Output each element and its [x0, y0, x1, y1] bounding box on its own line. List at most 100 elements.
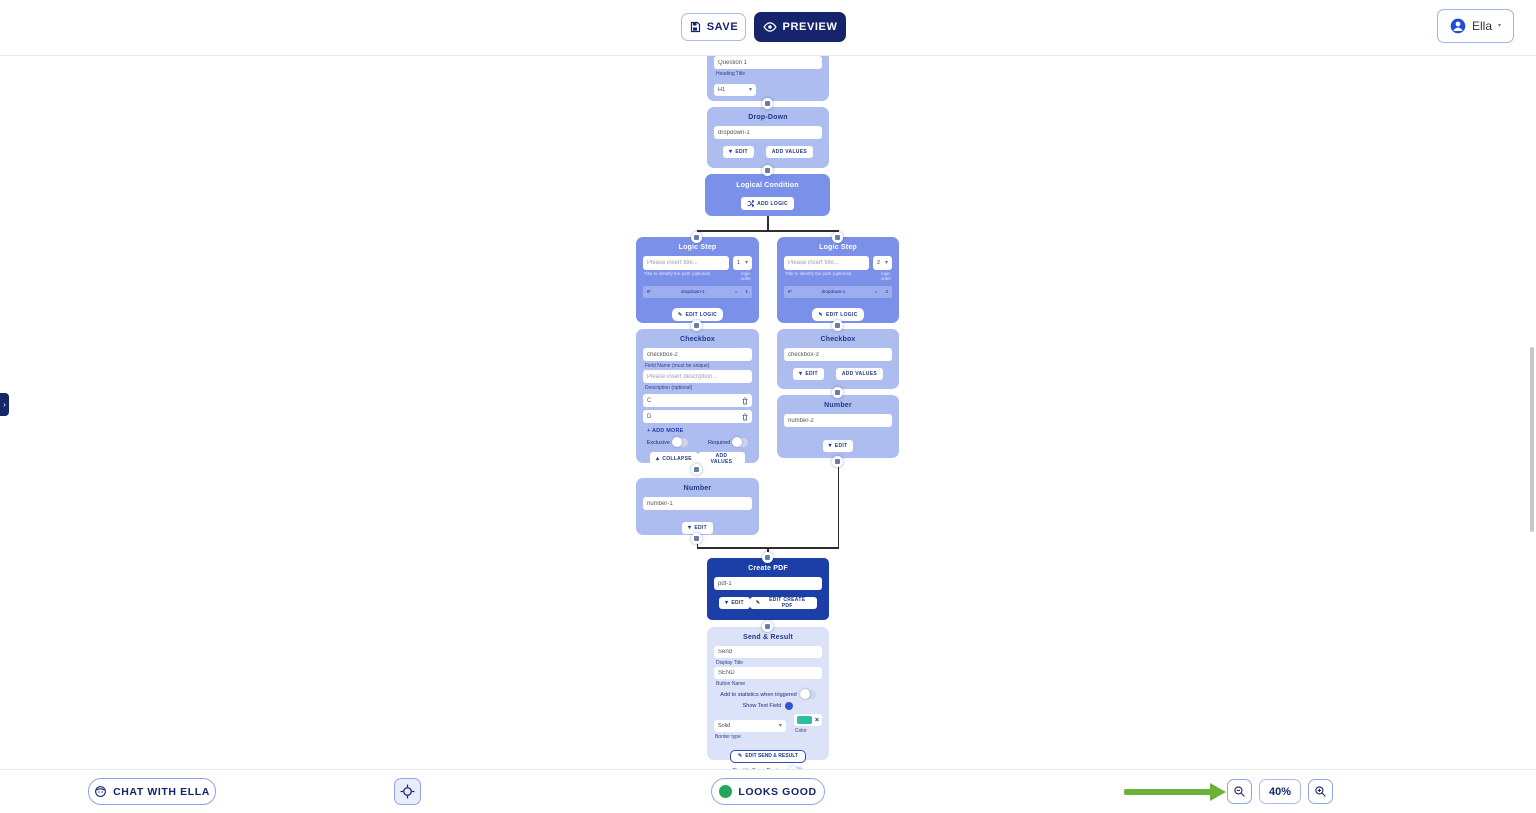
exclusive-toggle[interactable]: [671, 437, 688, 447]
vertical-scrollbar[interactable]: [1530, 347, 1534, 532]
connector-handle[interactable]: [762, 165, 773, 176]
node-create-pdf[interactable]: Create PDF ▾EDIT ✎EDIT CREATE PDF: [707, 558, 829, 620]
node-number-2[interactable]: Number ▾EDIT: [777, 395, 899, 458]
condition-field: dropdown-1: [681, 289, 705, 295]
logic-condition-row[interactable]: IF dropdown-1 = 1: [643, 285, 752, 298]
edit-button[interactable]: ▾EDIT: [719, 597, 750, 609]
add-logic-button[interactable]: ADD LOGIC: [741, 197, 794, 210]
connector-handle[interactable]: [691, 320, 702, 331]
stats-toggle[interactable]: [799, 689, 816, 699]
user-menu-button[interactable]: Ella ▾: [1437, 9, 1514, 43]
sidebar-expand-tab[interactable]: ›: [0, 393, 9, 416]
edit-send-result-button[interactable]: ✎ EDIT SEND & RESULT: [730, 749, 806, 763]
close-icon[interactable]: ×: [814, 716, 819, 724]
color-swatch[interactable]: [796, 716, 812, 724]
connector-handle[interactable]: [691, 232, 702, 243]
connector-handle[interactable]: [691, 533, 702, 544]
add-values-button[interactable]: ADD VALUES: [835, 368, 883, 380]
display-title-input[interactable]: [714, 646, 822, 658]
connector-handle[interactable]: [832, 320, 843, 331]
heading-title-label: Heading Title: [716, 71, 746, 77]
heading-size-select[interactable]: H1 ▾: [714, 84, 756, 96]
connector-handle[interactable]: [832, 456, 843, 467]
value-row[interactable]: C: [643, 394, 752, 407]
trash-icon[interactable]: [742, 397, 748, 405]
heading-question-input[interactable]: [714, 56, 822, 69]
node-logic-step-2[interactable]: Logic Step 2 ▾ Title to identify the pat…: [777, 237, 899, 323]
status-green-dot: [719, 785, 733, 798]
logic-title-input[interactable]: [784, 256, 869, 270]
node-send-result[interactable]: Send & Result Display Title Button Name …: [707, 627, 829, 770]
add-more-link[interactable]: + ADD MORE: [647, 428, 684, 434]
logic-condition-row[interactable]: IF dropdown-1 = 2: [784, 285, 892, 298]
collapse-button[interactable]: ▴COLLAPSE: [650, 452, 698, 465]
show-text-field-toggle[interactable]: [785, 702, 794, 710]
node-checkbox-collapsed[interactable]: Checkbox ▾EDIT ADD VALUES: [777, 329, 899, 389]
flow-canvas[interactable]: Heading Title H1 ▾ Drop-Down ▾EDIT ADD V…: [0, 55, 1536, 770]
connector-handle[interactable]: [762, 98, 773, 109]
chevron-down-icon: ▾: [688, 525, 692, 531]
logic-order-select[interactable]: 2 ▾: [873, 256, 892, 270]
value-row[interactable]: D: [643, 410, 752, 423]
edit-logic-button[interactable]: ✎ EDIT LOGIC: [812, 308, 864, 322]
pencil-icon: ✎: [818, 311, 823, 318]
connector-handle[interactable]: [762, 621, 773, 632]
chevron-right-icon: ›: [3, 400, 6, 409]
looks-good-button[interactable]: LOOKS GOOD: [711, 778, 825, 805]
add-values-button[interactable]: ADD VALUES: [765, 146, 813, 158]
edit-button[interactable]: ▾EDIT: [682, 522, 713, 534]
edit-create-pdf-button[interactable]: ✎EDIT CREATE PDF: [749, 597, 817, 609]
color-label: Color: [794, 728, 807, 734]
zoom-out-icon: [1233, 785, 1246, 798]
node-heading[interactable]: Heading Title H1 ▾: [707, 55, 829, 101]
dropdown-field-input[interactable]: [714, 126, 822, 139]
checkbox-field-input[interactable]: [643, 348, 752, 361]
connector-line: [697, 547, 839, 549]
connector-handle[interactable]: [762, 552, 773, 563]
node-title: Checkbox: [679, 336, 716, 343]
node-dropdown[interactable]: Drop-Down ▾EDIT ADD VALUES: [707, 107, 829, 168]
node-title: Send & Result: [742, 634, 794, 641]
logic-title-input[interactable]: [643, 256, 729, 270]
checkbox-field-input[interactable]: [784, 348, 892, 361]
pencil-icon: ✎: [755, 600, 761, 606]
recenter-button[interactable]: [394, 778, 421, 805]
chevron-up-icon: ▴: [656, 455, 660, 462]
add-values-button[interactable]: ADD VALUES: [697, 452, 745, 465]
logic-order-select[interactable]: 1 ▾: [733, 256, 752, 270]
edit-button[interactable]: ▾EDIT: [793, 368, 824, 380]
field-name-label: Field Name (must be unique): [645, 363, 710, 369]
number-field-input[interactable]: [643, 497, 752, 510]
edit-button[interactable]: ▾EDIT: [822, 440, 854, 452]
zoom-in-icon: [1314, 785, 1327, 798]
node-logical-condition[interactable]: Logical Condition ADD LOGIC: [705, 174, 830, 216]
zoom-in-button[interactable]: [1308, 779, 1333, 804]
pencil-icon: ✎: [738, 753, 743, 759]
node-title: Checkbox: [820, 336, 856, 343]
node-checkbox-expanded[interactable]: Checkbox Field Name (must be unique) Des…: [636, 329, 759, 465]
number-field-input[interactable]: [784, 414, 892, 427]
connector-handle[interactable]: [832, 387, 843, 398]
top-toolbar: SAVE PREVIEW Ella ▾: [0, 0, 1536, 56]
disable-review-toggle[interactable]: [787, 765, 804, 770]
preview-button[interactable]: PREVIEW: [754, 12, 846, 42]
zoom-out-button[interactable]: [1227, 779, 1252, 804]
user-name: Ella: [1471, 19, 1492, 33]
connector-handle[interactable]: [691, 464, 702, 475]
zoom-level-button[interactable]: 40%: [1259, 779, 1301, 804]
chat-with-ella-button[interactable]: CHAT WITH ELLA: [88, 778, 216, 805]
connector-handle[interactable]: [832, 232, 843, 243]
pdf-field-input[interactable]: [714, 577, 822, 590]
node-number-1[interactable]: Number ▾EDIT: [636, 478, 759, 535]
description-input[interactable]: [643, 370, 752, 383]
border-type-select[interactable]: Solid ▾: [714, 720, 786, 732]
edit-logic-button[interactable]: ✎ EDIT LOGIC: [671, 308, 724, 322]
chevron-down-icon: ▾: [729, 149, 733, 155]
edit-button[interactable]: ▾EDIT: [723, 146, 754, 158]
required-toggle[interactable]: [732, 437, 749, 447]
button-name-input[interactable]: [714, 667, 822, 679]
condition-value: 2: [885, 289, 888, 295]
trash-icon[interactable]: [742, 413, 748, 421]
save-button[interactable]: SAVE: [681, 13, 746, 41]
node-logic-step-1[interactable]: Logic Step 1 ▾ Title to identify the pat…: [636, 237, 759, 323]
